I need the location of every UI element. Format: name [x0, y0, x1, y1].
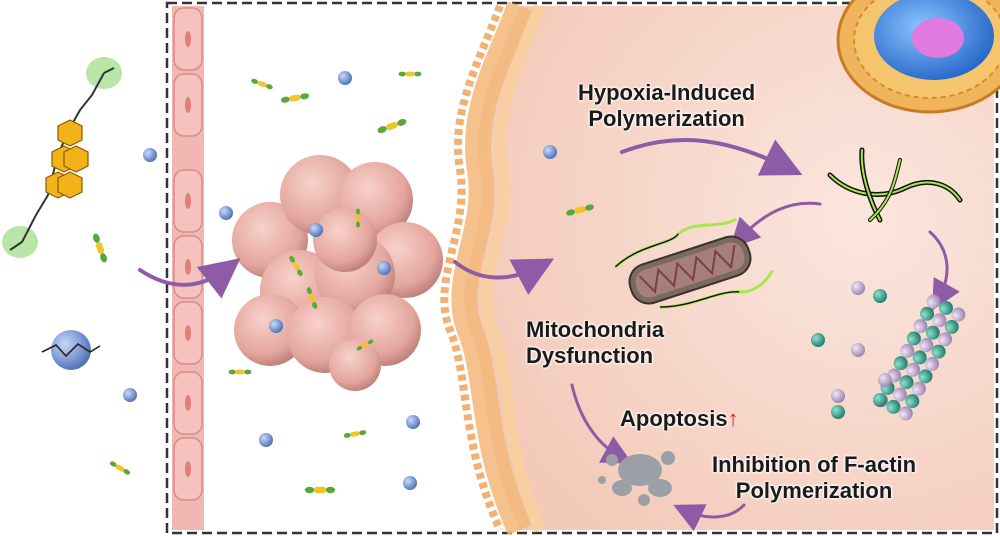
label-line: Dysfunction [526, 343, 654, 368]
dashed-frame [165, 1, 999, 535]
label-factin-inhibition: Inhibition of F-actin Polymerization [712, 452, 916, 504]
blue-sphere [123, 388, 137, 402]
apoptosis-text: Apoptosis [620, 406, 728, 431]
label-mitochondria-dysfunction: Mitochondria Dysfunction [526, 317, 664, 369]
blood-vessel-wall [172, 6, 204, 530]
mitochondrion [614, 217, 774, 309]
encapsulated-molecule [41, 330, 101, 370]
up-arrow-icon: ↑ [727, 406, 739, 431]
apoptotic-cell [598, 451, 675, 506]
label-line: Inhibition of F-actin [712, 452, 917, 477]
process-arrows [138, 138, 960, 532]
cell-membrane [451, 1, 533, 536]
label-line: Mitochondria [526, 317, 665, 342]
nucleus [836, 0, 1000, 114]
dye-molecule [108, 460, 132, 476]
blue-sphere [143, 148, 157, 162]
polymer-precursor-molecule [2, 57, 122, 258]
label-hypoxia-polymerization: Hypoxia-Induced Polymerization [578, 80, 755, 132]
dye-molecule [91, 232, 109, 264]
polymer-nanofiber [827, 147, 963, 223]
tumor-spheroid [232, 155, 443, 391]
label-line: Hypoxia-Induced [578, 80, 756, 105]
label-line: Polymerization [588, 106, 745, 131]
label-apoptosis: Apoptosis↑ [620, 406, 739, 432]
label-line: Polymerization [735, 478, 893, 503]
